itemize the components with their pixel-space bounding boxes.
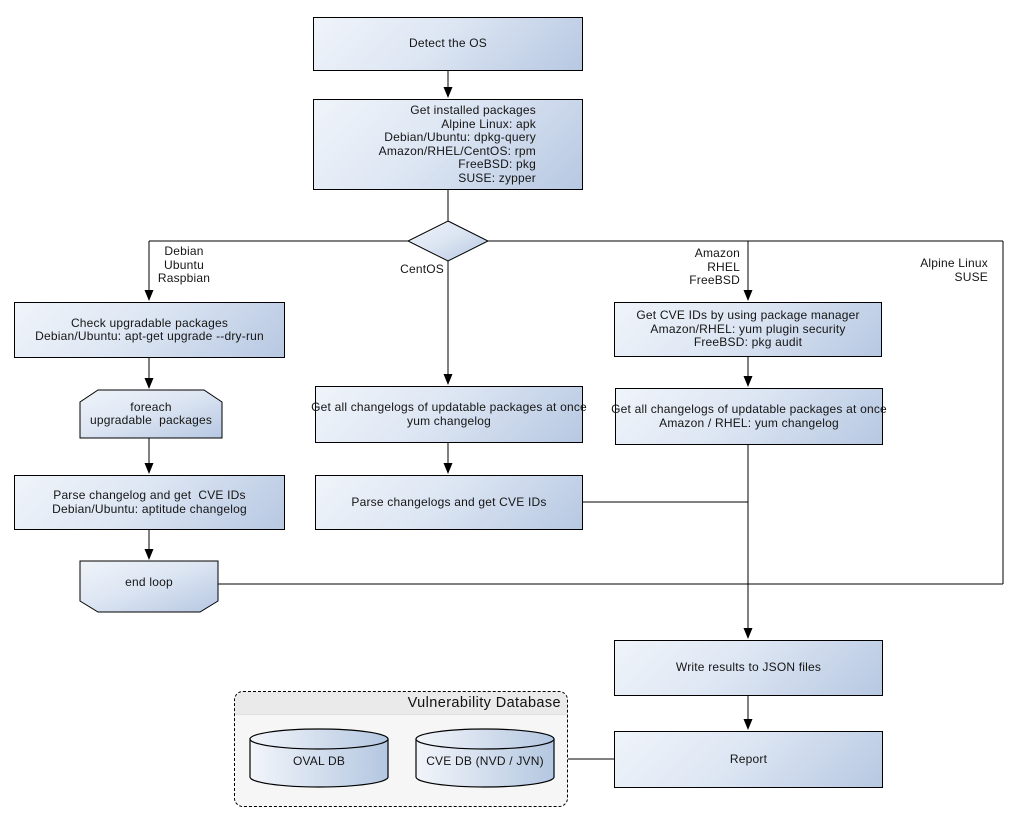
- node-label: Detect the OS: [409, 36, 487, 51]
- node-label: Alpine Linux: apk: [441, 116, 536, 131]
- node-label: Amazon/RHEL: yum plugin security: [650, 321, 846, 336]
- node-parse-changelogs-centos: Parse changelogs and get CVE IDs: [315, 475, 583, 530]
- branch-label-debian: Debian Ubuntu Raspbian: [157, 244, 211, 285]
- node-write-results-json: Write results to JSON files: [614, 640, 883, 696]
- flow-lines: [148, 71, 1004, 760]
- node-get-changelogs-amazon: Get all changelogs of updatable packages…: [611, 388, 887, 445]
- node-label: Write results to JSON files: [675, 660, 822, 675]
- vulnerability-database-header: Vulnerability Database: [235, 692, 567, 715]
- node-report: Report: [614, 731, 883, 788]
- node-label: Amazon / RHEL: yum changelog: [659, 415, 839, 430]
- node-label: Amazon/RHEL/CentOS: rpm: [378, 143, 536, 158]
- node-label: Debian/Ubuntu: aptitude changelog: [52, 501, 247, 516]
- cve-db-cylinder-label: CVE DB (NVD / JVN): [426, 754, 544, 769]
- node-label: end loop: [125, 575, 173, 590]
- node-end-loop: end loop: [80, 561, 218, 605]
- vulnerability-database-title: Vulnerability Database: [407, 695, 561, 711]
- decision-diamond: [406, 220, 490, 262]
- node-label: Parse changelog and get CVE IDs: [53, 488, 246, 502]
- node-label: FreeBSD: pkg audit: [693, 335, 803, 350]
- node-foreach-loop-start: foreach upgradable packages: [80, 390, 222, 438]
- node-label: FreeBSD: pkg: [458, 157, 536, 171]
- node-label: Check upgradable packages: [70, 315, 229, 330]
- node-check-upgradable-packages: Check upgradable packages Debian/Ubuntu:…: [14, 302, 285, 358]
- node-label: SUSE: zypper: [458, 170, 536, 185]
- cve-db-cylinder: [415, 728, 555, 788]
- node-label: Debian/Ubuntu: apt-get upgrade --dry-run: [35, 329, 264, 343]
- node-get-installed-packages: Get installed packages Alpine Linux: apk…: [313, 99, 583, 190]
- branch-label-centos: CentOS: [400, 262, 444, 276]
- foreach-shape: [79, 389, 223, 439]
- end-loop-shape: [79, 560, 219, 613]
- branch-label-amazon: Amazon RHEL FreeBSD: [689, 246, 740, 287]
- node-label: Report: [729, 751, 768, 766]
- node-label: Get installed packages: [410, 103, 536, 117]
- node-label: upgradable packages: [89, 413, 213, 427]
- node-label: Get all changelogs of updatable packages…: [311, 400, 587, 414]
- node-parse-changelog-debian: Parse changelog and get CVE IDs Debian/U…: [14, 475, 285, 530]
- oval-db-cylinder: [249, 728, 389, 788]
- node-label: Get CVE IDs by using package manager: [636, 308, 860, 323]
- node-label: Debian/Ubuntu: dpkg-query: [384, 130, 536, 144]
- node-get-changelogs-centos: Get all changelogs of updatable packages…: [311, 386, 587, 443]
- oval-db-cylinder-label: OVAL DB: [292, 754, 346, 769]
- node-label: Get all changelogs of updatable packages…: [611, 402, 887, 416]
- node-label: foreach: [130, 399, 172, 414]
- node-label: yum changelog: [407, 413, 491, 428]
- node-detect-os: Detect the OS: [313, 17, 583, 71]
- branch-label-alpine: Alpine Linux SUSE: [920, 256, 988, 284]
- node-get-cve-ids-package-manager: Get CVE IDs by using package manager Ama…: [614, 302, 882, 357]
- node-label: Parse changelogs and get CVE IDs: [351, 494, 547, 509]
